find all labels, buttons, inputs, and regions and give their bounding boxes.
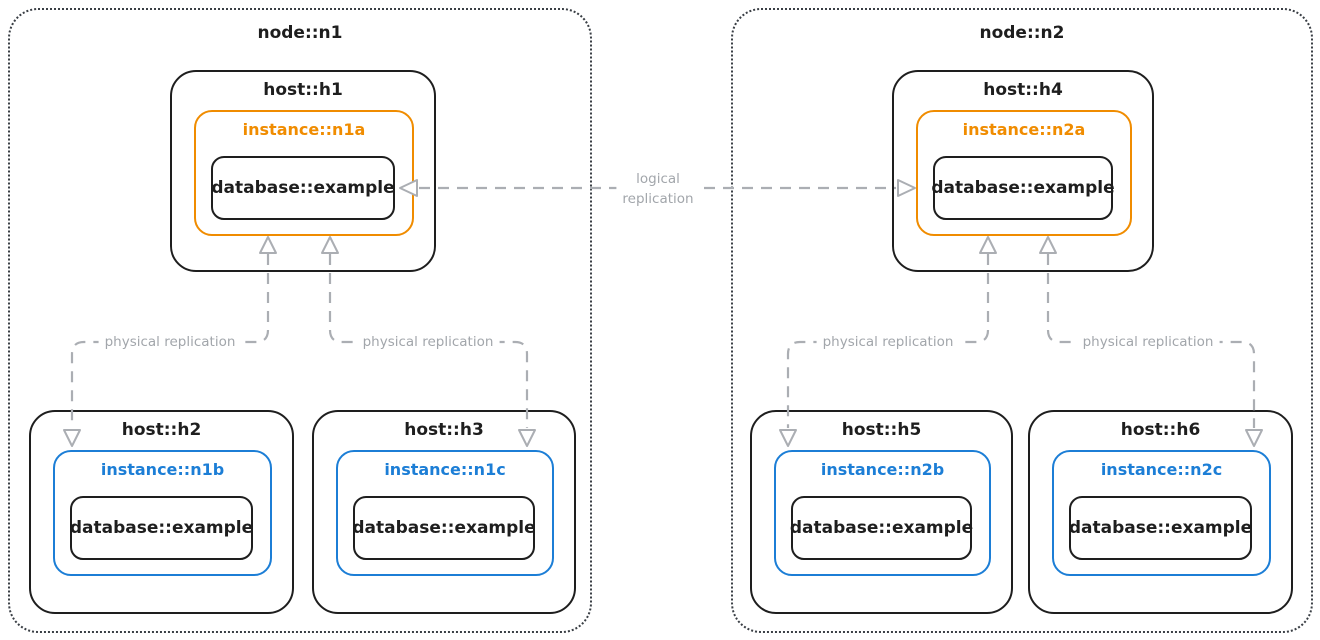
database-box: database::example bbox=[211, 156, 395, 220]
instance-label: instance::n1c bbox=[384, 460, 506, 479]
physical-replication-label: physical replication bbox=[98, 331, 242, 353]
database-label: database::example bbox=[931, 178, 1115, 198]
host-box-h4: host::h4 instance::n2a database::example bbox=[892, 70, 1154, 272]
logical-replication-label: logical replication bbox=[616, 168, 700, 210]
node-title: node::n2 bbox=[979, 23, 1065, 43]
instance-box-n1a: instance::n1a database::example bbox=[194, 110, 414, 236]
physical-replication-label: physical replication bbox=[816, 331, 960, 353]
instance-label: instance::n2a bbox=[962, 120, 1086, 139]
host-box-h1: host::h1 instance::n1a database::example bbox=[170, 70, 436, 272]
host-box-h2: host::h2 instance::n1b database::example bbox=[29, 410, 294, 614]
instance-box-n1c: instance::n1c database::example bbox=[336, 450, 554, 576]
instance-box-n2a: instance::n2a database::example bbox=[916, 110, 1132, 236]
host-title: host::h2 bbox=[121, 420, 202, 440]
physical-replication-label: physical replication bbox=[356, 331, 500, 353]
database-label: database::example bbox=[69, 518, 254, 538]
database-box: database::example bbox=[789, 496, 974, 560]
instance-label: instance::n1b bbox=[100, 460, 225, 479]
instance-label: instance::n2c bbox=[1100, 460, 1223, 479]
instance-label: instance::n1a bbox=[242, 120, 366, 139]
instance-box-n2b: instance::n2b database::example bbox=[774, 450, 991, 576]
logical-replication-label-line2: replication bbox=[622, 191, 694, 207]
host-title: host::h5 bbox=[841, 420, 922, 440]
database-label: database::example bbox=[1068, 518, 1253, 538]
host-title: host::h3 bbox=[404, 420, 484, 440]
database-label: database::example bbox=[352, 518, 536, 538]
database-label: database::example bbox=[789, 518, 974, 538]
database-box: database::example bbox=[931, 156, 1115, 220]
host-title: host::h6 bbox=[1120, 420, 1201, 440]
database-box: database::example bbox=[352, 496, 536, 560]
instance-box-n1b: instance::n1b database::example bbox=[53, 450, 272, 576]
database-box: database::example bbox=[1069, 496, 1252, 560]
database-label: database::example bbox=[211, 178, 395, 198]
logical-replication-label-line1: logical bbox=[636, 170, 680, 187]
physical-replication-label: physical replication bbox=[1076, 331, 1220, 353]
host-title: host::h1 bbox=[263, 80, 343, 100]
instance-label: instance::n2b bbox=[820, 460, 945, 479]
host-box-h3: host::h3 instance::n1c database::example bbox=[312, 410, 576, 614]
node-title: node::n1 bbox=[257, 23, 343, 43]
host-box-h5: host::h5 instance::n2b database::example bbox=[750, 410, 1013, 614]
host-box-h6: host::h6 instance::n2c database::example bbox=[1028, 410, 1293, 614]
host-title: host::h4 bbox=[983, 80, 1063, 100]
instance-box-n2c: instance::n2c database::example bbox=[1052, 450, 1271, 576]
database-box: database::example bbox=[70, 496, 253, 560]
